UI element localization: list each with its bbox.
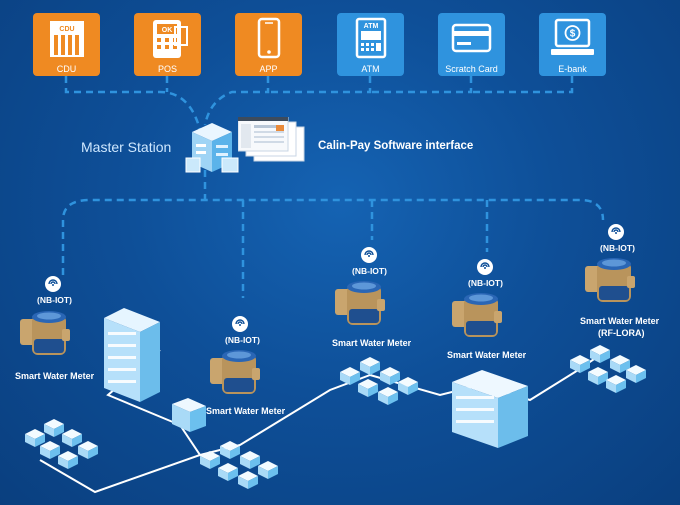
cdu-icon: CDU [50, 21, 84, 57]
channel-label: Scratch Card [445, 64, 498, 74]
channel-label: ATM [361, 64, 380, 74]
meter-5-network: (NB-IOT) [600, 243, 635, 253]
channel-cdu: CDU CDU [33, 13, 100, 76]
meter-4-network: (NB-IOT) [468, 278, 503, 288]
meter-5 [585, 223, 635, 302]
link-atm [268, 76, 372, 94]
server-building-icon [185, 123, 239, 173]
signal-icon [231, 315, 249, 333]
svg-text:$: $ [570, 29, 576, 40]
channel-label: CDU [56, 64, 77, 74]
master-station-label: Master Station [81, 139, 172, 155]
atm-icon-text: ATM [364, 23, 379, 30]
pos-terminal-icon: OK [153, 20, 188, 58]
meter-icon [210, 350, 260, 394]
software-label: Calin-Pay Software interface [318, 140, 474, 152]
meter-1-network: (NB-IOT) [37, 295, 72, 305]
channel-scratch-card: Scratch Card [438, 13, 505, 76]
channel-atm: ATM ATM [337, 13, 404, 76]
channel-label: POS [157, 64, 177, 74]
channel-label: APP [259, 64, 278, 74]
link-scratch [370, 76, 473, 94]
meter-icon [452, 293, 502, 337]
software-screens-icon [238, 117, 305, 162]
meter-3 [335, 246, 385, 325]
signal-icon [476, 258, 494, 276]
meter-4 [452, 258, 502, 337]
link-app [203, 76, 270, 126]
cdu-icon-text: CDU [59, 26, 74, 33]
pos-icon-text: OK [162, 27, 173, 34]
smartphone-icon [257, 17, 281, 59]
card-icon [451, 23, 492, 53]
signal-icon [607, 223, 625, 241]
meter-5-name-line2: (RF-LORA) [598, 328, 645, 338]
bus-line [61, 198, 605, 275]
meter-3-network: (NB-IOT) [352, 266, 387, 276]
building-tower-left [104, 308, 160, 402]
channel-app: APP [235, 13, 302, 76]
meter-1 [20, 275, 70, 355]
signal-icon [360, 246, 378, 264]
building-office-right [452, 370, 528, 448]
link-ebank [471, 76, 574, 94]
meter-2-name: Smart Water Meter [206, 406, 286, 416]
meter-icon [585, 258, 635, 302]
meter-2 [210, 315, 260, 394]
atm-icon: ATM [355, 17, 387, 59]
signal-icon [44, 275, 62, 293]
meter-1-name: Smart Water Meter [15, 371, 95, 381]
meter-5-name: Smart Water Meter [580, 316, 660, 326]
channel-label: E-bank [558, 64, 587, 74]
meter-icon [335, 281, 385, 325]
building-cube [172, 398, 206, 432]
meter-icon [20, 311, 70, 355]
channel-e-bank: $ E-bank [539, 13, 606, 76]
computer-dollar-icon: $ [551, 18, 594, 55]
meter-4-name: Smart Water Meter [447, 350, 527, 360]
meter-2-network: (NB-IOT) [225, 335, 260, 345]
link-cdu [64, 76, 202, 131]
meter-3-name: Smart Water Meter [332, 338, 412, 348]
channel-pos: OK POS [134, 13, 201, 76]
